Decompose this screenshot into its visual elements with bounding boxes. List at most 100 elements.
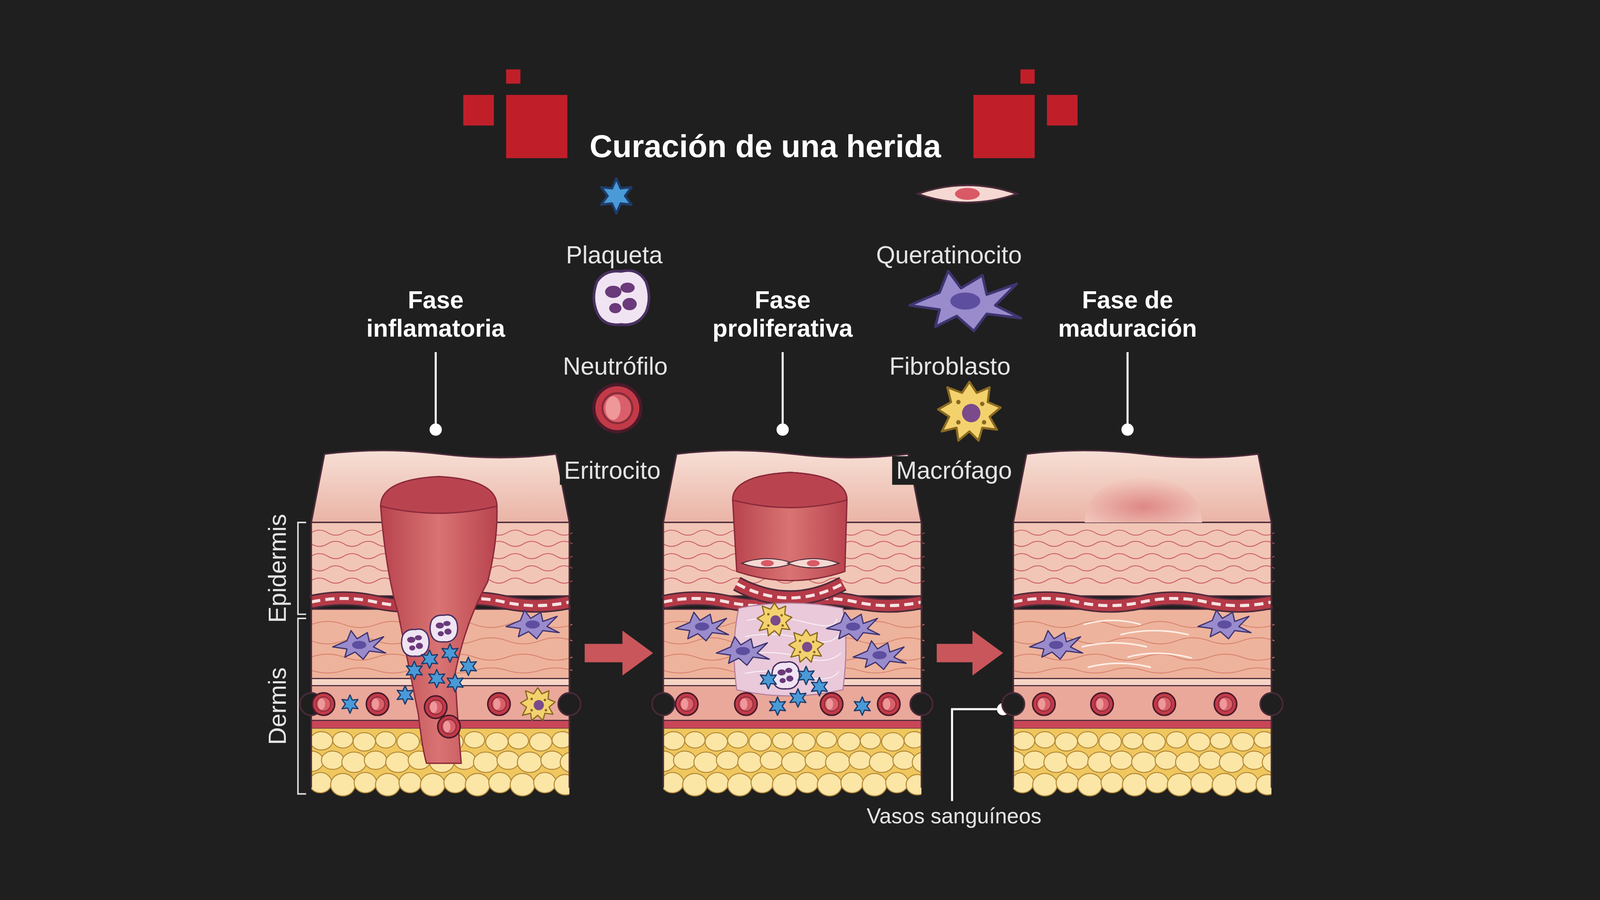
inflammatory-panel-part (366, 692, 389, 716)
inflammatory-panel-part (312, 692, 335, 716)
maturation-panel-part-part (1087, 663, 1152, 668)
proliferative-panel-part (769, 697, 786, 716)
inflammatory-panel-part (460, 657, 477, 676)
maturation-panel-part (1152, 692, 1176, 716)
inflammatory-panel-part (332, 630, 386, 660)
proliferative-panel-part (820, 692, 843, 716)
leader-dots-part (1121, 423, 1134, 436)
legend-icons-part (938, 381, 1001, 441)
proliferative-panel-part (716, 636, 770, 666)
inflammatory-panel-part (506, 610, 560, 639)
proliferative-panel-part (826, 612, 880, 641)
legend-icons-part (909, 270, 1021, 331)
leader-lines-part (952, 709, 998, 801)
title-decoration-part (506, 95, 568, 159)
phase-arrow (936, 630, 1003, 676)
proliferative-panel-part (675, 692, 698, 716)
title-decoration-part (1020, 69, 1035, 84)
proliferative-panel-part (734, 692, 758, 716)
maturation-panel-part (1090, 692, 1114, 716)
phase-heading: Fase inflamatoria (349, 285, 523, 343)
proliferative-panel-part (877, 692, 900, 716)
legend-icons-part (593, 384, 641, 432)
inflammatory-panel-part (424, 695, 448, 719)
proliferative-panel-part (736, 583, 843, 598)
layer-label: Epidermis (263, 513, 292, 623)
inflammatory-panel-part (299, 450, 585, 796)
proliferative-panel-part (854, 697, 870, 716)
inflammatory-panel-part (428, 669, 445, 688)
inflammatory-panel-part (437, 715, 461, 738)
legend-label: Macrófago (892, 456, 1016, 485)
inflammatory-panel-part (442, 643, 458, 663)
callout-label: Vasos sanguíneos (863, 803, 1045, 829)
proliferative-panel-part (790, 688, 806, 708)
inflammatory-panel-part (397, 685, 413, 705)
legend-icons (593, 178, 1021, 441)
title-decoration-part (463, 95, 494, 126)
inflammatory-panel-part (520, 687, 555, 721)
layer-label: Dermis (263, 667, 292, 745)
maturation-panel (1000, 450, 1287, 796)
layer-brackets (297, 522, 307, 794)
leader-lines-part (1126, 352, 1129, 425)
proliferative-panel-part (736, 583, 843, 598)
diagram-title: Curación de una herida (589, 128, 942, 166)
inflammatory-panel-part (487, 692, 511, 716)
proliferative-panel-part (741, 558, 793, 568)
maturation-panel-part (1029, 630, 1083, 660)
maturation-panel-part (1081, 620, 1192, 668)
inflammatory-panel-part (380, 476, 497, 514)
inflammatory-panel-part (447, 673, 463, 692)
legend-label: Neutrófilo (558, 352, 672, 381)
legend-label: Queratinocito (872, 240, 1026, 270)
title-decoration-part (506, 69, 521, 84)
phase-heading: Fase proliferativa (695, 285, 870, 343)
proliferative-panel-part (788, 629, 824, 663)
maturation-panel-part (1000, 450, 1287, 796)
legend-label: Fibroblasto (885, 352, 1015, 381)
maturation-panel-part (1084, 477, 1203, 523)
legend-label: Plaqueta (561, 240, 667, 270)
leader-lines-part (434, 352, 437, 425)
proliferative-panel-part (732, 472, 847, 508)
legend-icons-part (601, 178, 632, 214)
maturation-panel-part-part (1127, 653, 1192, 659)
proliferative-panel-part-part (745, 634, 839, 643)
proliferative-panel-part (760, 670, 777, 689)
title-decoration-part (973, 95, 1035, 159)
proliferative-panel-part (650, 450, 937, 796)
proliferative-panel-part (811, 677, 828, 696)
proliferative-panel-part (732, 472, 847, 581)
leader-dots-part (776, 423, 789, 436)
inflammatory-panel-part (401, 629, 430, 657)
leader-dots-part (429, 423, 442, 436)
maturation-panel-part-part (1083, 620, 1141, 625)
legend-icons-part (593, 270, 649, 325)
inflammatory-panel-part (406, 661, 423, 680)
phase-panel: Fase inflamatoria (311, 487, 570, 798)
legend-label: Eritrocito (560, 456, 665, 485)
layer-brackets-part (297, 522, 307, 615)
phase-heading: Fase de maduración (1040, 285, 1215, 343)
proliferative-panel-part (757, 602, 792, 636)
proliferative-panel (650, 450, 937, 796)
proliferative-panel-part (675, 612, 729, 641)
inflammatory-panel-part (421, 650, 438, 669)
title-decoration-part (1047, 95, 1078, 126)
inflammatory-panel-part (342, 695, 358, 714)
proliferative-panel-part (736, 583, 843, 598)
maturation-panel-part (1214, 692, 1237, 716)
maturation-panel-part (1032, 692, 1055, 716)
maturation-panel-part-part (1081, 642, 1148, 648)
phase-panel: Fase de maduración (1013, 487, 1272, 798)
proliferative-panel-part (787, 558, 839, 568)
phase-arrow (584, 630, 653, 676)
legend-icons-part (917, 185, 1018, 203)
inflammatory-panel (299, 450, 585, 796)
inflammatory-panel-part (430, 615, 458, 643)
inflammatory-panel-part (380, 506, 497, 764)
maturation-panel-part (1197, 610, 1251, 639)
proliferative-panel-part (852, 640, 906, 670)
